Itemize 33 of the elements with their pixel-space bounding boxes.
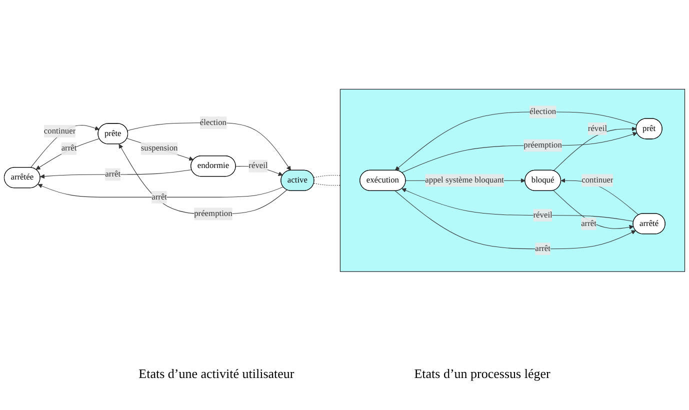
arrow bbox=[394, 190, 636, 249]
edge-label: arrêt bbox=[581, 218, 596, 228]
edge-label: continuer bbox=[44, 126, 76, 136]
edge-label: arrêt bbox=[535, 244, 550, 253]
edge-label: élection bbox=[530, 106, 556, 116]
arrow bbox=[127, 122, 291, 170]
arrow bbox=[118, 144, 288, 214]
edge-label: arrêt bbox=[61, 144, 77, 152]
cluster bbox=[340, 88, 686, 272]
arrow bbox=[30, 124, 100, 168]
edge-label: réveil bbox=[588, 124, 608, 132]
edge-label: préemption bbox=[524, 140, 562, 150]
edge-label: réveil bbox=[248, 160, 268, 170]
edge-label: suspension bbox=[140, 144, 178, 152]
arrow bbox=[553, 190, 634, 230]
caption: Etats d’une activité utilisateur bbox=[138, 366, 294, 382]
arrow bbox=[553, 126, 636, 171]
edge-label: préemption bbox=[194, 208, 232, 218]
connector bbox=[314, 174, 340, 178]
arrow bbox=[40, 169, 192, 178]
edge-label: arrêt bbox=[105, 169, 121, 178]
arrow bbox=[402, 132, 638, 172]
connector bbox=[314, 182, 340, 186]
edge-label: réveil bbox=[533, 210, 552, 220]
edge-label: élection bbox=[200, 118, 226, 127]
arrow bbox=[38, 183, 284, 198]
arrow bbox=[402, 188, 634, 222]
arrow bbox=[394, 111, 638, 170]
edge-label: continuer bbox=[582, 175, 614, 184]
edge-label: arrêt bbox=[152, 192, 168, 201]
arrow bbox=[36, 138, 100, 170]
edge-label: appel système bloquant bbox=[425, 175, 504, 184]
caption: Etats d’un processus léger bbox=[414, 366, 550, 382]
